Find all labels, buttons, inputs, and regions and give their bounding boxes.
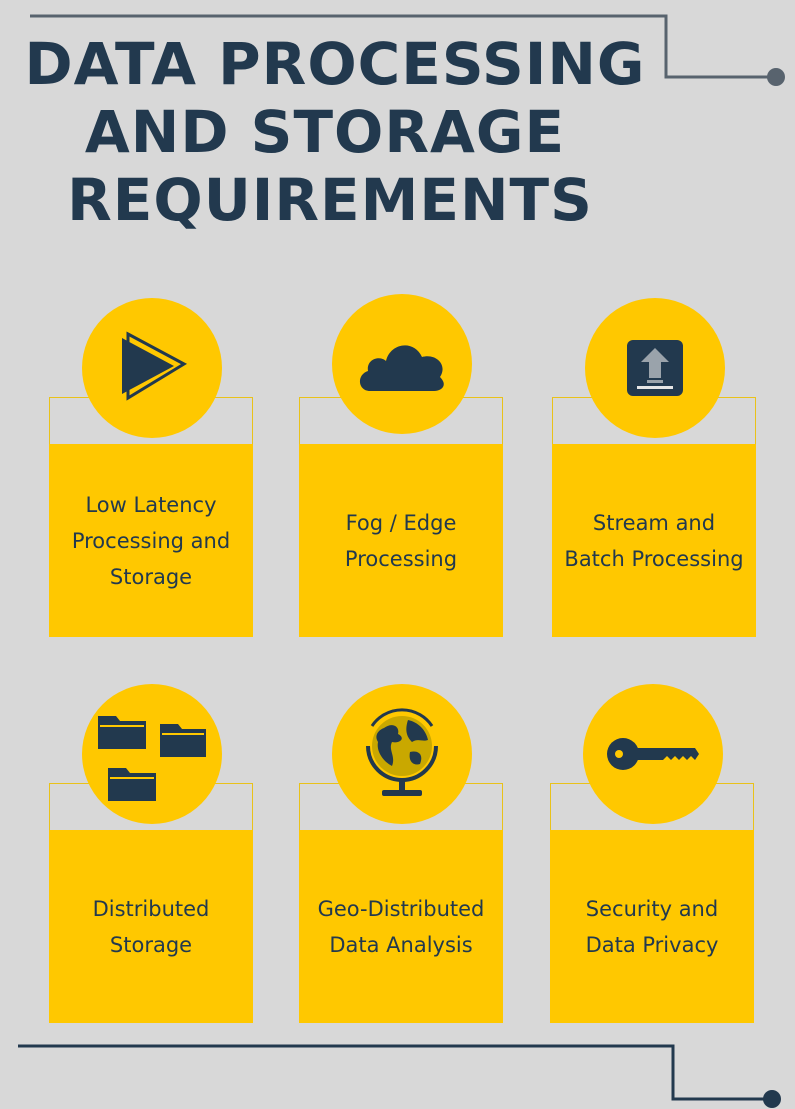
upload-icon — [627, 340, 683, 396]
cloud-icon — [359, 345, 444, 391]
card-label: Fog / Edge Processing — [344, 510, 458, 571]
page-title-line-1: DATA PROCESSING — [24, 30, 646, 98]
page-title-line-2: AND STORAGE — [84, 98, 566, 166]
play-icon — [122, 331, 188, 401]
card-icon-circle — [585, 298, 725, 438]
page-title-line-3: REQUIREMENTS — [67, 166, 593, 234]
card-icon-circle — [583, 684, 723, 824]
card-icon-circle — [332, 684, 472, 824]
card-icon-circle — [332, 294, 472, 434]
card-stream-batch: Stream and Batch Processing — [552, 397, 756, 637]
card-distributed-storage: Distributed Storage — [49, 783, 253, 1023]
globe-icon — [366, 708, 438, 796]
key-icon — [607, 738, 699, 770]
card-label: Low Latency Processing and Storage — [71, 492, 231, 589]
card-fog-edge: Fog / Edge Processing — [299, 397, 503, 637]
card-geo-distributed: Geo-Distributed Data Analysis — [299, 783, 503, 1023]
card-label: Distributed Storage — [92, 896, 210, 957]
card-label: Security and Data Privacy — [585, 896, 719, 957]
card-low-latency: Low Latency Processing and Storage — [49, 397, 253, 637]
card-icon-circle — [82, 684, 222, 824]
folders-icon — [98, 716, 206, 801]
card-icon-circle — [82, 298, 222, 438]
card-label: Geo-Distributed Data Analysis — [317, 896, 485, 957]
card-security-privacy: Security and Data Privacy — [550, 783, 754, 1023]
card-label: Stream and Batch Processing — [564, 510, 744, 571]
